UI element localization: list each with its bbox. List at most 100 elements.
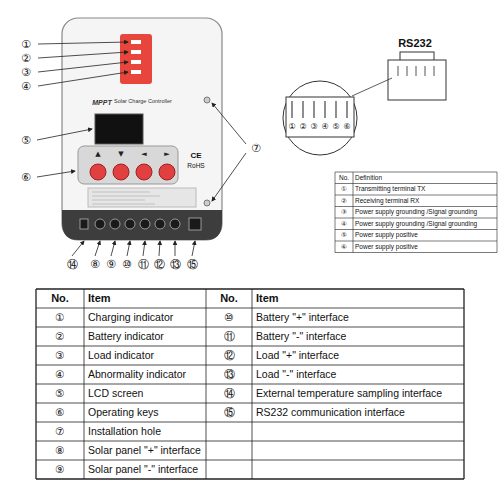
table-cell: Receiving terminal RX	[353, 195, 497, 207]
rohs-mark: RoHS	[181, 162, 211, 171]
pin-number-text: ②	[299, 123, 306, 131]
key-arrow-text: ▲	[95, 151, 100, 158]
table-cell-text: ⑧	[55, 445, 64, 456]
key-arrow-text: ►	[164, 151, 169, 158]
table-rule	[36, 441, 464, 442]
table-cell-text: Charging indicator	[84, 312, 173, 323]
table-rule	[252, 289, 253, 479]
pin-number: ③	[308, 121, 320, 133]
table-cell-text: ⑦	[55, 426, 64, 437]
table-cell: ④	[335, 218, 353, 230]
pin-number: ⑤	[330, 121, 342, 133]
callout-number-text: ②	[21, 53, 31, 64]
table-cell: ⑤	[335, 230, 353, 242]
table-cell-text: No.	[220, 293, 238, 304]
table-cell-text: Power supply grounding /Signal grounding	[353, 221, 477, 228]
pin-number-text: ⑥	[343, 123, 350, 131]
table-cell-text: Battery indicator	[84, 331, 164, 342]
table-cell-text: Transmitting terminal TX	[353, 186, 425, 193]
callout-number: ④	[16, 79, 36, 93]
table-cell-text: Abnormality indicator	[84, 369, 186, 380]
table-cell-text: ②	[55, 331, 64, 342]
callout-number: ⑧	[87, 257, 103, 271]
table-rule	[497, 172, 498, 253]
callout-number: ⑮	[184, 257, 200, 271]
table-cell: Battery "-" interface	[252, 327, 464, 346]
table-cell-text: ④	[55, 369, 64, 380]
connector-title-text: RS232	[398, 38, 432, 49]
key-arrow-text: ◄	[141, 151, 146, 158]
table-rule	[36, 384, 464, 385]
table-rule	[335, 252, 497, 253]
table-rule	[206, 289, 207, 479]
table-rule	[335, 229, 497, 230]
table-rule	[353, 172, 354, 253]
table-cell-text: ⑩	[224, 312, 233, 323]
table-cell: ①	[335, 184, 353, 196]
table-cell: Operating keys	[84, 403, 206, 422]
table-cell: ⑥	[36, 403, 84, 422]
callout-number-text: ⑭	[67, 259, 78, 270]
table-rule	[36, 288, 464, 289]
table-rule	[36, 403, 464, 404]
callout-number-text: ⑥	[21, 172, 31, 183]
callout-number-text: ⑦	[251, 143, 261, 154]
table-cell: Charging indicator	[84, 308, 206, 327]
table-rule	[35, 289, 36, 479]
table-cell-text: ⑬	[224, 369, 235, 380]
table-cell: No.	[335, 172, 353, 184]
table-cell: ⑤	[36, 384, 84, 403]
table-cell: Power supply grounding /Signal grounding	[353, 207, 497, 219]
table-cell: No.	[36, 289, 84, 308]
table-cell: No.	[206, 289, 252, 308]
table-cell: ②	[335, 195, 353, 207]
table-cell: ④	[36, 365, 84, 384]
table-rule	[36, 327, 464, 328]
table-cell: ⑨	[36, 460, 84, 479]
table-cell: Definition	[353, 172, 497, 184]
table-cell: Battery indicator	[84, 327, 206, 346]
table-cell: Battery "+" interface	[252, 308, 464, 327]
table-rule	[84, 289, 85, 479]
pin-number-text: ⑤	[332, 123, 339, 131]
callout-number-text: ⑪	[138, 259, 149, 270]
table-rule	[36, 365, 464, 366]
table-cell-text: Load indicator	[84, 350, 154, 361]
pin-number: ②	[297, 121, 309, 133]
table-cell-text: ⑮	[224, 407, 235, 418]
table-cell-text: ⑫	[224, 350, 235, 361]
table-cell: ②	[36, 327, 84, 346]
product-text-text: Solar Charge Controller	[114, 99, 172, 105]
callout-number: ⑦	[246, 141, 266, 155]
table-cell-text: ③	[55, 350, 64, 361]
table-cell-text: ⑤	[55, 388, 64, 399]
table-cell-text: ⑪	[224, 331, 235, 342]
table-cell: ⑦	[36, 422, 84, 441]
table-rule	[335, 206, 497, 207]
pin-number: ⑥	[341, 121, 353, 133]
pin-number-text: ④	[321, 123, 328, 131]
table-cell: ③	[36, 346, 84, 365]
table-cell-text: Solar panel "-" interface	[84, 464, 198, 475]
table-rule	[335, 195, 497, 196]
table-cell-text: No.	[339, 175, 349, 182]
table-cell-text: LCD screen	[84, 388, 143, 399]
callout-number-text: ⑬	[170, 259, 181, 270]
callout-number: ⑭	[64, 257, 80, 271]
table-cell-text: ①	[341, 186, 347, 193]
table-cell-text: ①	[55, 312, 64, 323]
callout-number: ⑨	[103, 257, 119, 271]
rohs-mark-text: RoHS	[187, 163, 204, 170]
pin-number-text: ①	[288, 123, 295, 131]
table-cell-text: RS232 communication interface	[252, 407, 405, 418]
table-rule	[36, 346, 464, 347]
table-cell-text: Battery "-" interface	[252, 331, 346, 342]
table-cell-text: Installation hole	[84, 426, 161, 437]
table-cell: LCD screen	[84, 384, 206, 403]
table-cell-text: ⑥	[55, 407, 64, 418]
table-cell: Installation hole	[84, 422, 206, 441]
callout-number-text: ③	[21, 67, 31, 78]
table-cell-text: Item	[84, 293, 111, 304]
